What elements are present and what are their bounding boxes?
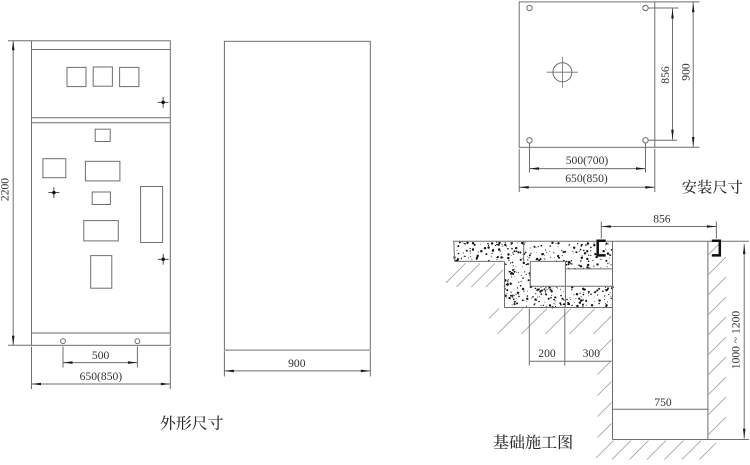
svg-text:1000 ~ 1200: 1000 ~ 1200	[730, 311, 743, 370]
svg-text:500(700): 500(700)	[566, 154, 609, 167]
svg-text:650(850): 650(850)	[565, 172, 608, 185]
svg-text:300: 300	[583, 347, 601, 360]
svg-text:650(850): 650(850)	[80, 370, 123, 383]
svg-text:900: 900	[288, 357, 306, 370]
svg-text:200: 200	[538, 347, 556, 360]
svg-text:856: 856	[653, 213, 671, 226]
svg-text:500: 500	[92, 349, 110, 362]
svg-text:2200: 2200	[0, 178, 12, 201]
svg-text:900: 900	[680, 63, 693, 81]
svg-text:750: 750	[654, 396, 672, 409]
svg-text:856: 856	[659, 66, 672, 84]
